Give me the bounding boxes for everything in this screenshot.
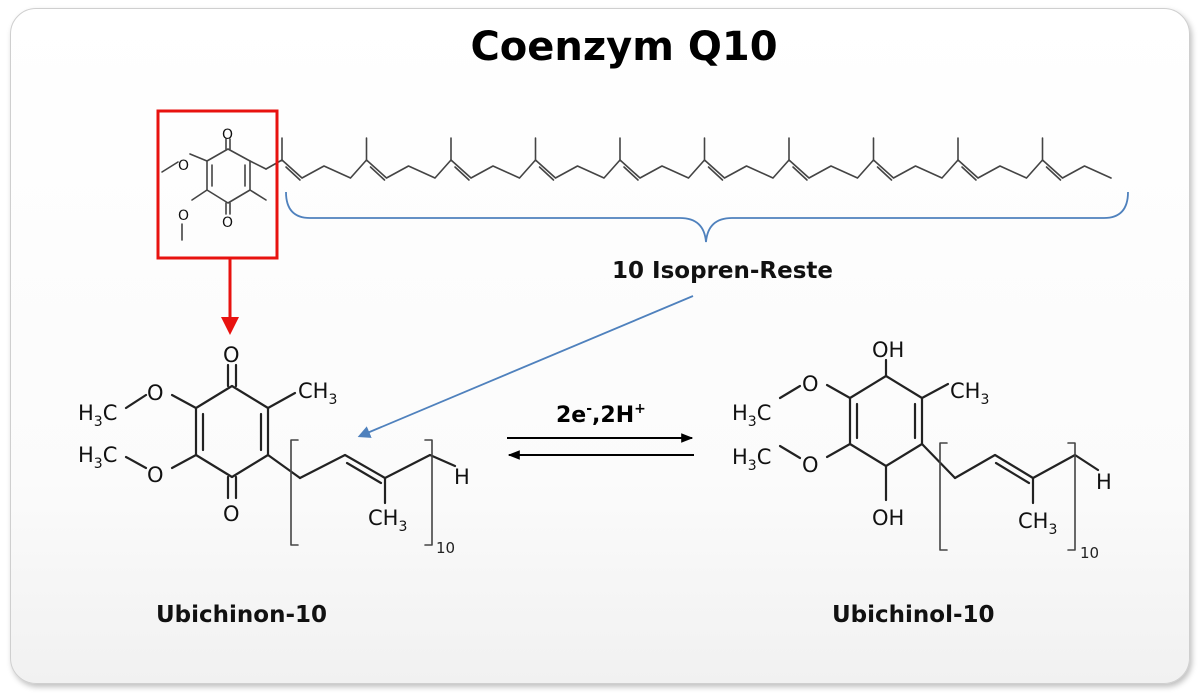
redox-arrows: 2e-,2H+ (507, 401, 694, 460)
ubiquinone-oxygen-bottom: O (223, 502, 240, 526)
isoprene-chain-small (265, 137, 1112, 181)
reaction-label: 2e-,2H+ (556, 401, 646, 428)
svg-text:O: O (178, 208, 189, 224)
ubiquinol-repeat-count: 10 (1080, 544, 1099, 562)
isoprene-double-bond (369, 166, 386, 181)
diagram-title: Coenzym Q10 (470, 24, 778, 70)
isoprene-pointer (357, 295, 694, 438)
diagram-card (10, 8, 1190, 684)
ubiquinone-label: Ubichinon-10 (156, 602, 328, 628)
ubiquinone-methoxy-c1: H3C (78, 401, 117, 430)
ubiquinone-methoxy-c2: H3C (78, 443, 117, 472)
ubiquinol-methoxy-c2: H3C (732, 445, 771, 474)
ubiquinol-label: Ubichinol-10 (832, 602, 995, 628)
ubiquinol-chain-methyl: CH3 (1018, 509, 1057, 538)
ubiquinol-terminal-h: H (1096, 470, 1112, 494)
coq10-headgroup-small: O O O O (161, 127, 267, 241)
ubiquinol-methyl: CH3 (950, 379, 989, 408)
isoprene-double-bond (792, 166, 808, 181)
isoprene-double-bond (538, 166, 555, 181)
svg-text:O: O (178, 158, 189, 174)
headgroup-highlight-box (156, 109, 279, 260)
isoprene-label: 10 Isopren-Reste (612, 258, 833, 284)
svg-text:O: O (222, 127, 233, 143)
ubiquinone-terminal-h: H (454, 465, 470, 489)
svg-text:O: O (222, 215, 233, 231)
ubiquinol-oh-top: OH (872, 338, 904, 362)
isoprene-double-bond (707, 166, 724, 181)
ubiquinol-methoxy-o2: O (802, 453, 819, 477)
isoprene-double-bond (285, 166, 301, 181)
isoprene-double-bond (454, 166, 470, 181)
ubiquinol-methoxy-o1: O (802, 372, 819, 396)
isoprene-brace (285, 191, 1129, 243)
ubiquinone-structure: O O O H3C O H3C CH3 CH3 H 10 (78, 343, 470, 557)
isoprene-double-bond (623, 166, 639, 181)
isoprene-double-bond (961, 166, 977, 181)
isoprene-double-bond (876, 166, 893, 181)
ubiquinone-methoxy-o1: O (147, 381, 164, 405)
ubiquinol-methoxy-c1: H3C (732, 401, 771, 430)
ubiquinone-oxygen-top: O (223, 343, 240, 367)
ubiquinone-repeat-count: 10 (436, 539, 455, 557)
ubiquinone-methoxy-o2: O (147, 463, 164, 487)
ubiquinone-chain-methyl: CH3 (368, 506, 407, 535)
isoprene-double-bond (1045, 166, 1062, 181)
ubiquinol-oh-bottom: OH (872, 506, 904, 530)
ubiquinone-methyl: CH3 (298, 379, 337, 408)
ubiquinol-structure: OH OH O H3C O H3C CH3 CH3 H 10 (732, 338, 1112, 562)
